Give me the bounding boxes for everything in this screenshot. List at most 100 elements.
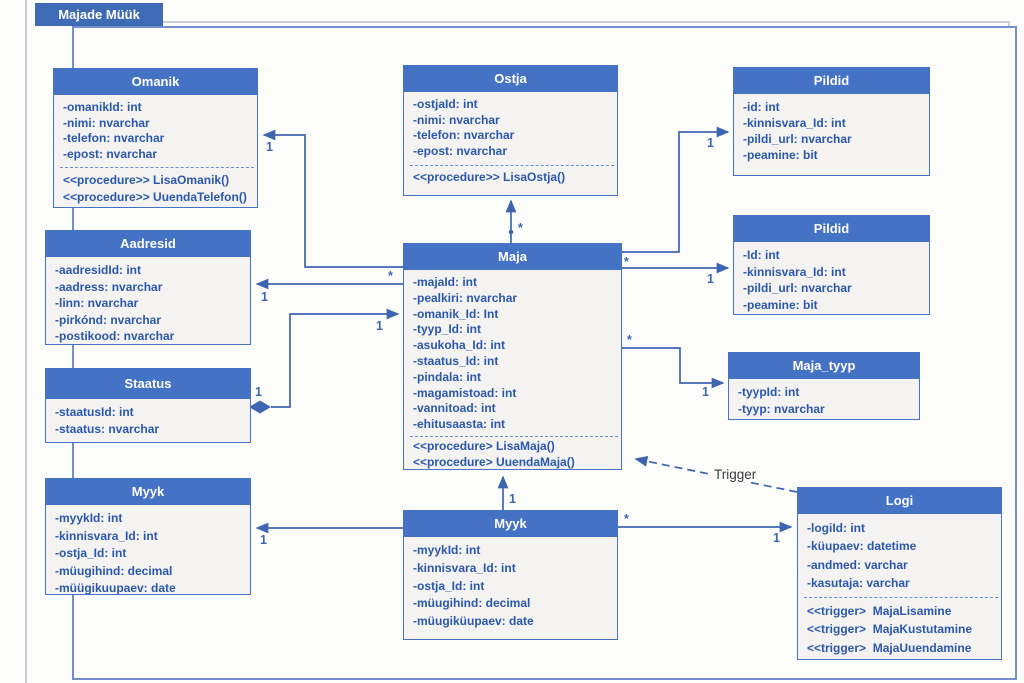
multiplicity-label: 1 xyxy=(266,140,273,154)
attribute-line: -magamistoad: int xyxy=(413,385,517,400)
attribute-line: -vannitoad: int xyxy=(413,401,496,416)
page-top-border xyxy=(163,21,1010,23)
page-top-border-corner xyxy=(1008,21,1010,28)
attribute-line: -ostjaId: int xyxy=(413,97,478,111)
operation-line: <<procedure>> LisaOstja() xyxy=(413,169,566,184)
entity-maja-tyyp[interactable]: Maja_tyyp -tyypId: int -tyyp: nvarchar xyxy=(728,352,920,420)
entity-title: Pildid xyxy=(734,68,929,94)
multiplicity-label: * xyxy=(624,255,629,269)
entity-title: Maja_tyyp xyxy=(729,353,919,379)
entity-title: Myyk xyxy=(46,479,250,505)
connector-maja-maja-tyyp[interactable] xyxy=(622,347,725,389)
attribute-line: -pildi_url: nvarchar xyxy=(743,132,852,146)
entity-omanik[interactable]: Omanik -omanikId: int -nimi: nvarchar -t… xyxy=(53,68,258,208)
attribute-line: -epost: nvarchar xyxy=(63,146,158,161)
multiplicity-label: 1 xyxy=(255,385,262,399)
attribute-line: -müugihind: decimal xyxy=(55,563,173,578)
window-left-border xyxy=(25,0,27,683)
entity-logi[interactable]: Logi -logiId: int -küupaev: datetime -an… xyxy=(797,487,1002,660)
attribute-line: -ostja_Id: int xyxy=(55,546,127,560)
entity-title: Maja xyxy=(404,244,621,270)
attribute-line: -myykId: int xyxy=(55,511,123,525)
entity-title: Logi xyxy=(798,488,1001,514)
trigger-dependency-label: Trigger xyxy=(711,467,760,482)
entity-aadresid[interactable]: Aadresid -aadresidId: int -aadress: nvar… xyxy=(45,230,251,345)
separator xyxy=(410,435,618,437)
multiplicity-label: 1 xyxy=(707,272,714,286)
entity-title: Ostja xyxy=(404,66,617,92)
entity-pildid-mid[interactable]: Pildid -Id: int -kinnisvara_Id: int -pil… xyxy=(733,215,930,315)
attribute-line: -asukoha_Id: int xyxy=(413,338,506,353)
trigger-line: <<trigger> MajaUuendamine xyxy=(807,640,972,655)
attribute-line: -peamine: bit xyxy=(743,297,818,312)
multiplicity-label: * xyxy=(518,221,523,235)
attribute-line: -postikood: nvarchar xyxy=(55,329,175,343)
entity-title: Omanik xyxy=(54,69,257,95)
entity-staatus[interactable]: Staatus -staatusId: int -staatus: nvarch… xyxy=(45,368,251,443)
attribute-line: -kasutaja: varchar xyxy=(807,575,910,590)
attribute-line: -tyyp: nvarchar xyxy=(738,402,825,416)
separator xyxy=(804,597,998,599)
attribute-line: -aadress: nvarchar xyxy=(55,279,163,294)
attribute-line: -myykId: int xyxy=(413,543,481,557)
attribute-line: -kinnisvara_Id: int xyxy=(743,264,846,279)
attribute-line: -epost: nvarchar xyxy=(413,144,508,159)
attribute-line: -ostja_Id: int xyxy=(413,578,485,593)
connector-staatus-maja[interactable] xyxy=(271,308,400,408)
connector-maja-pildid-top[interactable] xyxy=(622,126,730,253)
multiplicity-label: * xyxy=(388,269,393,283)
attribute-line: -aadresidId: int xyxy=(55,263,142,277)
attribute-line: -tyyp_Id: int xyxy=(413,322,481,337)
multiplicity-label: * xyxy=(624,512,629,526)
attribute-line: -küupaev: datetime xyxy=(807,539,917,554)
operation-line: <<procedure> UuendaMaja() xyxy=(413,454,575,469)
entity-pildid-top[interactable]: Pildid -id: int -kinnisvara_Id: int -pil… xyxy=(733,67,930,176)
attribute-line: -müugihind: decimal xyxy=(413,596,531,611)
aggregation-diamond xyxy=(249,400,271,414)
entity-title: Myyk xyxy=(404,511,617,537)
attribute-line: -müugiküupaev: date xyxy=(413,614,534,629)
entity-myyk-left[interactable]: Myyk -myykId: int -kinnisvara_Id: int -o… xyxy=(45,478,251,595)
entity-myyk-center[interactable]: Myyk -myykId: int -kinnisvara_Id: int -o… xyxy=(403,510,618,640)
diagram-page-border xyxy=(72,26,1017,680)
attribute-line: -id: int xyxy=(743,100,780,114)
attribute-line: -nimi: nvarchar xyxy=(63,115,150,130)
multiplicity-label: 1 xyxy=(376,319,383,333)
multiplicity-label: 1 xyxy=(509,492,516,506)
attribute-line: -staatusId: int xyxy=(55,405,134,419)
attribute-line: -linn: nvarchar xyxy=(55,296,139,310)
operation-line: <<procedure>> UuendaTelefon() xyxy=(63,190,247,205)
attribute-line: -telefon: nvarchar xyxy=(63,131,165,146)
separator xyxy=(410,164,614,166)
multiplicity-label: 1 xyxy=(261,290,268,304)
attribute-line: -andmed: varchar xyxy=(807,557,908,572)
attribute-line: -Id: int xyxy=(743,248,780,262)
attribute-line: -kinnisvara_Id: int xyxy=(55,528,158,543)
multiplicity-label: 1 xyxy=(702,385,709,399)
attribute-line: -pildi_url: nvarchar xyxy=(743,281,852,295)
attribute-line: -müügikuupaev: date xyxy=(55,581,176,594)
attribute-line: -ehitusaasta: int xyxy=(413,417,506,432)
diagram-tab[interactable]: Majade Müük xyxy=(35,3,163,26)
attribute-line: -majaId: int xyxy=(413,275,478,289)
attribute-line: -kinnisvara_Id: int xyxy=(413,560,516,575)
attribute-line: -telefon: nvarchar xyxy=(413,128,515,143)
multiplicity-label: 1 xyxy=(773,531,780,545)
entity-ostja[interactable]: Ostja -ostjaId: int -nimi: nvarchar -tel… xyxy=(403,65,618,196)
separator xyxy=(60,167,254,169)
attribute-line: -omanikId: int xyxy=(63,100,142,114)
attribute-line: -staatus: nvarchar xyxy=(55,422,160,436)
connector-dot xyxy=(508,229,514,235)
entity-title: Aadresid xyxy=(46,231,250,257)
entity-maja[interactable]: Maja -majaId: int -pealkiri: nvarchar -o… xyxy=(403,243,622,470)
attribute-line: -staatus_Id: int xyxy=(413,353,499,368)
connector-maja-omanik[interactable] xyxy=(262,129,403,268)
trigger-line: <<trigger> MajaLisamine xyxy=(807,604,952,619)
trigger-line: <<trigger> MajaKustutamine xyxy=(807,622,973,637)
attribute-line: -pealkiri: nvarchar xyxy=(413,290,518,305)
entity-title: Staatus xyxy=(46,369,250,399)
attribute-line: -kinnisvara_Id: int xyxy=(743,116,846,130)
multiplicity-label: 1 xyxy=(707,136,714,150)
